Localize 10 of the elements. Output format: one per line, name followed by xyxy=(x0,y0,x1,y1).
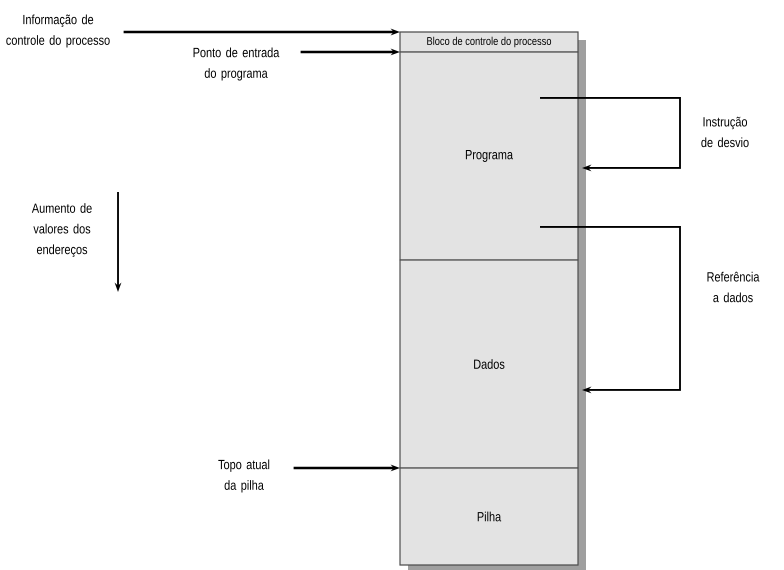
memory-segment: Pilha xyxy=(399,467,579,566)
branch-arrow xyxy=(540,97,681,172)
label-text: Aumento de valores dos endereços xyxy=(32,203,92,257)
edge-label: Referência a dados xyxy=(707,272,760,302)
label-text: Topo atual da pilha xyxy=(218,459,270,493)
header-box: Bloco de controle do processo xyxy=(399,31,579,53)
label-text: Ponto de entrada do programa xyxy=(194,47,280,81)
label-text: Informação de controle do processo xyxy=(6,14,110,48)
branch-arrow xyxy=(540,226,681,394)
edge-label: Instrução de desvio xyxy=(701,116,749,148)
